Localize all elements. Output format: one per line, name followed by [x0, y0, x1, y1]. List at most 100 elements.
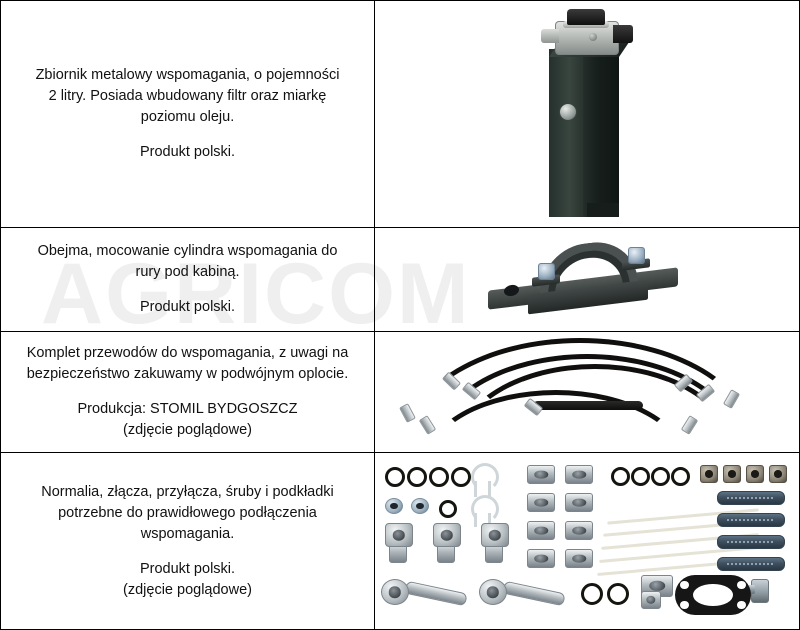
- o-ring: [429, 467, 449, 487]
- hex-bolt: [717, 535, 785, 549]
- table-row: Komplet przewodów do wspomagania, z uwag…: [1, 332, 799, 453]
- hydraulic-hose-short: [533, 401, 643, 410]
- bulkhead-fitting: [527, 549, 555, 568]
- filter-port-right: [613, 25, 633, 43]
- straight-fitting-body: [641, 591, 661, 609]
- bulkhead-fitting: [527, 493, 555, 512]
- description-text: Komplet przewodów do wspomagania, z uwag…: [27, 343, 349, 441]
- pipe-clamp-illustration: [482, 237, 692, 323]
- spacer: [27, 385, 349, 399]
- row-description-cell: Obejma, mocowanie cylindra wspomagania d…: [1, 228, 375, 331]
- hydraulic-hoses-photo: [375, 332, 799, 452]
- gasket-bolt-hole: [737, 601, 746, 610]
- desc-line: bezpieczeństwo zakuwamy w podwójnym oplo…: [26, 366, 349, 382]
- hydraulic-hose: [423, 390, 689, 452]
- washer: [411, 498, 429, 514]
- o-ring: [611, 467, 630, 486]
- o-ring: [651, 467, 670, 486]
- o-ring: [451, 467, 471, 487]
- hardware-kit-photo: [375, 453, 799, 629]
- bulkhead-fitting: [527, 521, 555, 540]
- desc-line: potrzebne do prawidłowego podłączenia: [58, 504, 317, 521]
- note-line: Produkt polski.: [139, 299, 236, 315]
- hose-clamp: [471, 495, 499, 523]
- desc-line: Normalia, złącza, przyłącza, śruby i pod…: [41, 483, 334, 500]
- tank-foot: [587, 203, 619, 217]
- hydraulic-hose: [455, 364, 735, 452]
- hose-end-elbow-body: [502, 580, 566, 607]
- elbow-fitting: [385, 523, 413, 547]
- hose-end-elbow: [479, 579, 507, 605]
- table-row: Normalia, złącza, przyłącza, śruby i pod…: [1, 453, 799, 629]
- gasket-bolt-hole: [737, 580, 746, 589]
- desc-line: wspomagania.: [140, 525, 235, 542]
- hose-clamp-leg: [488, 513, 491, 527]
- table-row: Obejma, mocowanie cylindra wspomagania d…: [1, 228, 799, 332]
- gasket-bolt-hole: [680, 601, 689, 610]
- hex-bolt: [717, 491, 785, 505]
- desc-line: Zbiornik metalowy wspomagania, o pojemno…: [35, 67, 340, 83]
- hose-end-elbow-body: [404, 580, 468, 607]
- o-ring: [385, 467, 405, 487]
- row-description-cell: Normalia, złącza, przyłącza, śruby i pod…: [1, 453, 375, 629]
- gasket-center-hole: [693, 583, 733, 607]
- note-line: Produkt polski.: [139, 560, 236, 577]
- spacer: [38, 283, 338, 297]
- o-ring: [407, 467, 427, 487]
- hose-end-elbow: [381, 579, 409, 605]
- o-ring: [439, 500, 457, 518]
- elbow-fitting: [433, 523, 461, 547]
- o-ring: [607, 583, 629, 605]
- clamp-bolt: [538, 262, 555, 280]
- hex-nut: [700, 465, 718, 483]
- spacer: [36, 128, 340, 142]
- hex-bolt: [717, 513, 785, 527]
- hex-nut: [769, 465, 787, 483]
- note-line: Produkcja: STOMIL BYDGOSZCZ: [77, 401, 298, 417]
- washer: [385, 498, 403, 514]
- watermark-agricom: AGRICOM: [41, 246, 471, 342]
- gasket-bolt-hole: [680, 580, 689, 589]
- desc-line: Obejma, mocowanie cylindra wspomagania d…: [37, 243, 338, 259]
- elbow-fitting: [481, 523, 509, 547]
- o-ring: [631, 467, 650, 486]
- desc-line: Komplet przewodów do wspomagania, z uwag…: [26, 345, 349, 361]
- o-ring: [581, 583, 603, 605]
- hose-clamp-leg: [474, 513, 477, 527]
- hose-clamp: [471, 463, 499, 491]
- desc-line: rury pod kabiną.: [135, 264, 240, 280]
- description-text: Normalia, złącza, przyłącza, śruby i pod…: [41, 482, 334, 601]
- hex-bolt: [717, 557, 785, 571]
- filter-port-left: [541, 29, 559, 43]
- oil-level-sight-icon: [559, 103, 577, 121]
- hydraulic-hose: [431, 354, 743, 452]
- bulkhead-fitting: [527, 465, 555, 484]
- filter-cap: [567, 9, 605, 25]
- description-text: Zbiornik metalowy wspomagania, o pojemno…: [36, 65, 340, 163]
- oil-tank-illustration: [527, 7, 647, 219]
- note-line: Produkt polski.: [139, 144, 236, 160]
- hex-nut: [746, 465, 764, 483]
- hose-clamp-leg: [488, 481, 491, 497]
- clamp-bolt: [628, 246, 645, 264]
- hydraulic-hose: [405, 338, 755, 452]
- note-line: (zdjęcie poglądowe): [123, 422, 252, 438]
- oil-tank-photo: [375, 1, 799, 227]
- filter-nub: [589, 33, 597, 41]
- note-line: (zdjęcie poglądowe): [123, 581, 252, 598]
- desc-line: 2 litry. Posiada wbudowany filtr oraz mi…: [48, 88, 327, 104]
- o-ring: [671, 467, 690, 486]
- desc-line: poziomu oleju.: [140, 109, 235, 125]
- spacer: [41, 545, 334, 559]
- bulkhead-fitting: [565, 465, 593, 484]
- bulkhead-fitting: [565, 521, 593, 540]
- description-text: Obejma, mocowanie cylindra wspomagania d…: [38, 241, 338, 318]
- bulkhead-fitting: [565, 549, 593, 568]
- hose-clamp-leg: [474, 481, 477, 497]
- bulkhead-fitting: [565, 493, 593, 512]
- hoses-illustration: [375, 332, 799, 452]
- tank-front-face: [549, 49, 583, 217]
- row-description-cell: Zbiornik metalowy wspomagania, o pojemno…: [1, 1, 375, 227]
- gasket-plate: [675, 575, 751, 615]
